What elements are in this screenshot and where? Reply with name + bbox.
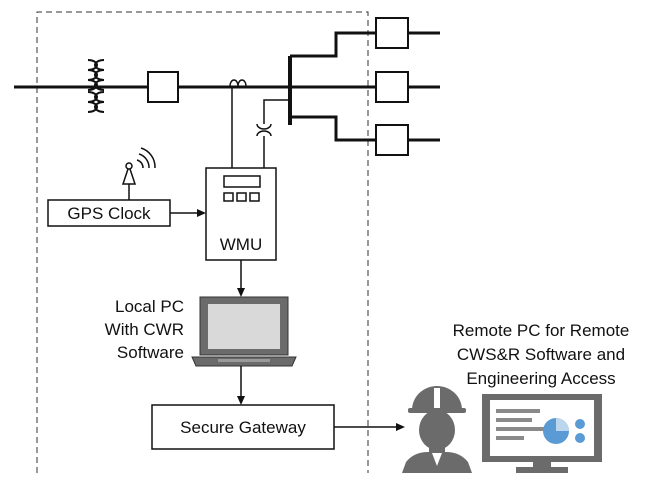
engineer-icon <box>402 386 472 473</box>
remote-pc-label-2: CWS&R Software and <box>457 345 625 364</box>
laptop-to-gateway-arrowhead <box>237 396 245 405</box>
dashboard-monitor-icon <box>482 394 602 473</box>
gps-antenna-icon <box>121 147 156 200</box>
current-transformer-icon <box>229 79 247 87</box>
wmu-label: WMU <box>220 235 262 254</box>
gps-to-wmu-arrowhead <box>197 209 206 217</box>
voltage-transformer-icon <box>256 99 290 168</box>
wmu-button-3 <box>249 192 260 202</box>
substation-boundary <box>36 11 369 473</box>
gps-clock-label: GPS Clock <box>67 204 151 223</box>
main-breaker <box>147 71 179 103</box>
feeder-top <box>290 17 440 58</box>
secure-gateway-label: Secure Gateway <box>180 418 306 437</box>
wmu-button-1 <box>223 192 234 202</box>
laptop-icon <box>191 296 297 367</box>
local-pc-label-2: With CWR <box>105 320 184 339</box>
remote-pc-label-3: Engineering Access <box>466 369 615 388</box>
remote-pc-label-1: Remote PC for Remote <box>453 321 630 340</box>
wmu-to-laptop-arrowhead <box>237 288 245 297</box>
local-pc-label-1: Local PC <box>115 297 184 316</box>
feeder-middle <box>290 71 440 103</box>
transformer-icon <box>87 59 105 113</box>
local-pc-label-3: Software <box>117 343 184 362</box>
gateway-to-remote-arrowhead <box>396 423 405 431</box>
wmu-display <box>223 175 261 188</box>
wmu-button-2 <box>236 192 247 202</box>
feeder-bottom <box>290 115 440 156</box>
